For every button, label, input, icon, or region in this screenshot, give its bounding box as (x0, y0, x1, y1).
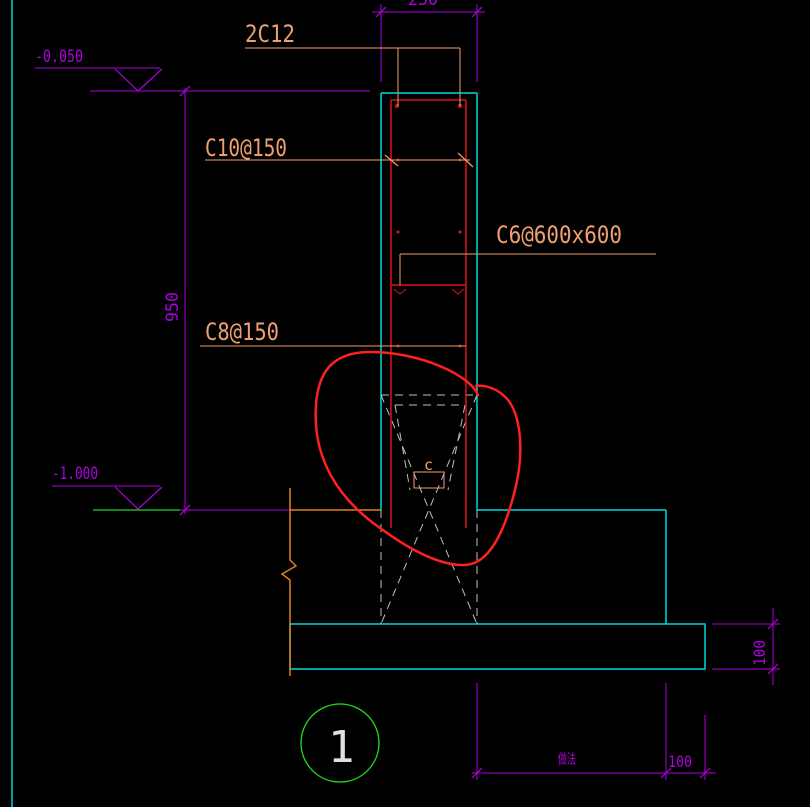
label-vertical-bars: C8@150 (200, 318, 466, 347)
height-dimension: 950 (163, 85, 191, 516)
width-dimension-text: 250 (408, 0, 438, 10)
height-dimension-text: 950 (163, 292, 183, 322)
label-horizontal-bars: C10@150 (205, 134, 474, 168)
section-number-text: 1 (328, 722, 355, 773)
annotation-circle (314, 350, 522, 567)
level-bottom-text: -1.000 (52, 464, 98, 484)
break-line (280, 488, 298, 676)
tie-bars-text: C6@600x600 (496, 221, 622, 249)
level-top-text: -0.050 (35, 47, 83, 67)
wall-outline (380, 92, 478, 510)
footing-projection-text: 100 (668, 752, 692, 771)
level-marker-top: -0.050 (35, 47, 370, 92)
label-tie-bars: C6@600x600 (399, 221, 656, 285)
footing-width-text: 做法 (558, 752, 576, 768)
base-slab (289, 623, 706, 670)
top-bars-text: 2C12 (245, 20, 295, 48)
slab-thickness-text: 100 (750, 640, 769, 666)
footing-mark: c (413, 456, 445, 489)
level-marker-bottom: -1.000 (52, 464, 290, 511)
slab-thickness-dimension: 100 (712, 608, 780, 685)
rebar-dots (395, 104, 462, 348)
horizontal-bars-text: C10@150 (205, 134, 287, 162)
hidden-lines (380, 394, 478, 625)
rebar-cage (390, 99, 467, 528)
vertical-bars-text: C8@150 (205, 318, 279, 346)
label-top-bars: 2C12 (245, 20, 461, 106)
section-number-marker: 1 (300, 703, 380, 783)
footing-mark-text: c (424, 456, 433, 474)
bottom-dimension: 做法 100 (471, 683, 716, 780)
footing-outline (289, 509, 706, 670)
tie-hooks (393, 288, 465, 295)
width-dimension: 250 (372, 0, 485, 82)
